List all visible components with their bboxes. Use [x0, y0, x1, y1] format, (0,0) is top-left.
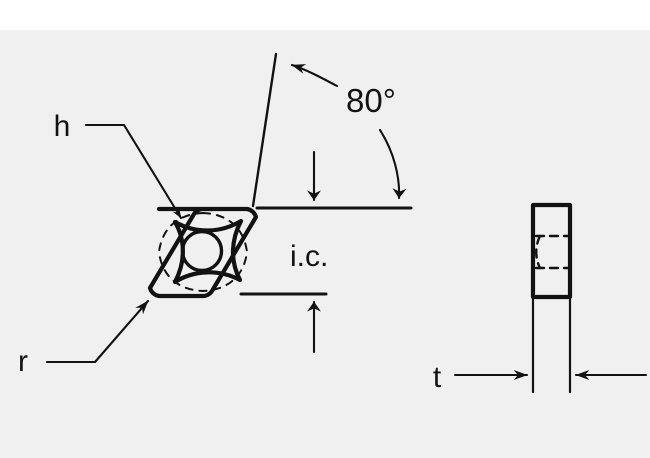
insert-side-view: [530, 202, 573, 300]
insert-outline-rhombus: [147, 206, 259, 299]
label-h: h: [54, 110, 71, 143]
label-r: r: [18, 345, 28, 378]
inscribed-circle-dashed: [158, 212, 248, 292]
label-inscribed-circle: i.c.: [290, 240, 328, 273]
label-angle-80-degrees: 80°: [346, 82, 396, 119]
side-view-hidden-lines: [534, 234, 572, 270]
r-leader-line: [45, 299, 150, 364]
label-thickness: t: [433, 361, 442, 394]
angle-leader-arrow-right: [378, 128, 407, 200]
rhombus-upper-edge-extension: [251, 52, 278, 208]
chipbreaker-astroid: [172, 218, 244, 285]
h-leader-line: [84, 123, 183, 220]
angle-leader-arrow-left: [290, 63, 339, 88]
insert-top-view: [147, 206, 259, 299]
center-hole: [180, 229, 224, 273]
drawing-area-background: [0, 30, 650, 458]
